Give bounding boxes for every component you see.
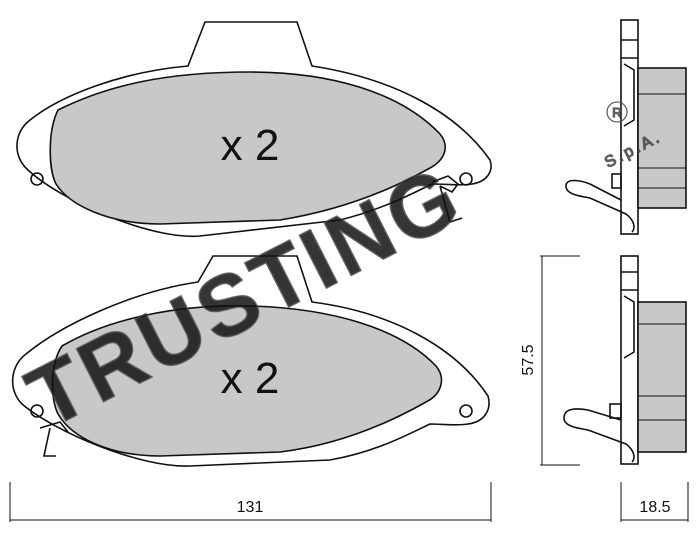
dimension-width: 131 bbox=[9, 482, 492, 522]
top-pad-right-hole bbox=[459, 172, 473, 186]
bottom-side-plate-edge bbox=[621, 271, 638, 291]
bottom-side-friction-block bbox=[637, 301, 687, 453]
bottom-pad-wear-clip bbox=[39, 421, 69, 457]
top-side-spring-clip bbox=[565, 179, 635, 233]
top-pad-wear-clip bbox=[431, 175, 463, 224]
bottom-side-backing-plate bbox=[620, 255, 639, 465]
bottom-side-tab bbox=[609, 403, 622, 419]
registered-mark-icon bbox=[606, 101, 628, 123]
dimension-height-label: 57.5 bbox=[520, 344, 537, 375]
top-pad-quantity: x 2 bbox=[221, 121, 280, 170]
bottom-pad-quantity: x 2 bbox=[221, 354, 280, 403]
bottom-pad-front-view: x 2 bbox=[11, 255, 490, 467]
bottom-pad-left-hole bbox=[30, 404, 44, 418]
dimension-thickness-label: 18.5 bbox=[639, 499, 670, 516]
top-side-friction-block bbox=[637, 67, 687, 209]
top-pad-backing-plate bbox=[16, 21, 492, 238]
bottom-side-spring-clip bbox=[563, 408, 635, 463]
top-side-shim bbox=[623, 63, 635, 127]
bottom-pad-right-hole bbox=[459, 404, 473, 418]
bottom-pad-side-view bbox=[563, 255, 687, 465]
top-side-tab bbox=[611, 173, 622, 189]
top-side-plate-edge bbox=[621, 39, 638, 59]
top-pad-left-hole bbox=[30, 172, 44, 186]
watermark-mark: R bbox=[612, 105, 621, 120]
dimension-width-label: 131 bbox=[237, 499, 264, 516]
top-pad-front-view: x 2 bbox=[16, 21, 492, 238]
dimension-thickness: 18.5 bbox=[620, 482, 689, 522]
bottom-pad-backing-plate bbox=[11, 255, 490, 467]
bottom-side-shim bbox=[623, 295, 635, 359]
top-pad-friction-material bbox=[49, 71, 446, 225]
bottom-pad-friction-material bbox=[51, 305, 443, 457]
top-pad-side-view bbox=[565, 19, 687, 235]
dimension-height: 57.5 bbox=[520, 255, 580, 466]
top-side-backing-plate bbox=[620, 19, 639, 235]
